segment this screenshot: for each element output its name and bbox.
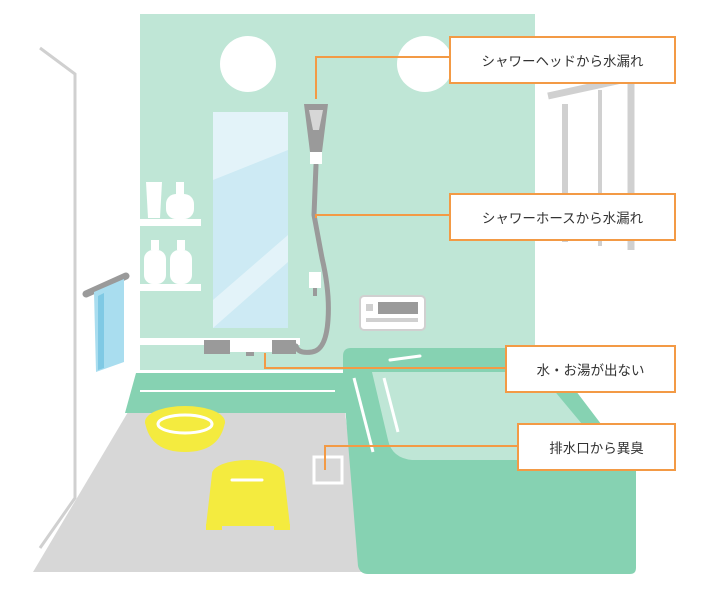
- drain: [312, 455, 344, 485]
- bathtub-rim-line: [352, 377, 375, 453]
- wash-basin-rim: [156, 413, 214, 435]
- control-panel-slot: [366, 318, 418, 322]
- shower-hose: [293, 162, 331, 355]
- ceiling-light-left: [220, 36, 276, 92]
- leader-drain: [324, 445, 517, 470]
- towel-rail: [82, 272, 130, 298]
- faucet-handle-left: [204, 340, 230, 354]
- callout-shower-hose: シャワーホースから水漏れ: [449, 193, 676, 241]
- shower-holder-peg: [313, 288, 317, 296]
- bottle-upper-2-cap: [176, 182, 184, 194]
- faucet-body: [230, 340, 272, 352]
- faucet-spout: [246, 352, 254, 356]
- bathtub-rim-line-2: [382, 377, 400, 433]
- shower-head-face: [309, 110, 323, 130]
- callout-faucet: 水・お湯が出ない: [505, 345, 676, 393]
- bottle-lower-2: [170, 250, 192, 284]
- towel-fold: [98, 293, 104, 370]
- bottle-lower-1-cap: [151, 240, 159, 250]
- wash-ledge: [125, 373, 372, 413]
- callout-shower-head: シャワーヘッドから水漏れ: [449, 36, 676, 84]
- leader-shower-hose: [315, 214, 449, 218]
- mirror: [213, 112, 288, 328]
- bottle-upper-2: [166, 194, 194, 219]
- bottle-lower-1: [144, 250, 166, 284]
- bottle-upper-1: [146, 182, 162, 218]
- left-wall-frame: [38, 46, 77, 549]
- shower-holder: [309, 272, 321, 288]
- leader-shower-head: [315, 56, 449, 99]
- shelf-upper: [140, 219, 201, 226]
- stool-leg-left: [206, 524, 222, 530]
- callout-drain: 排水口から異臭: [517, 423, 676, 471]
- bottle-lower-2-cap: [177, 240, 185, 250]
- bathtub-highlight: [388, 354, 422, 362]
- shelf-lower: [140, 284, 201, 291]
- leader-faucet: [264, 353, 505, 369]
- control-panel-display: [378, 302, 418, 314]
- stool-leg-right: [274, 524, 290, 530]
- faucet-handle-right: [272, 340, 296, 354]
- stool-body: [206, 474, 290, 526]
- control-panel-button: [366, 304, 373, 311]
- shower-head-neck: [310, 152, 322, 164]
- mirror-shine-top: [213, 112, 288, 180]
- ceiling-light-right: [397, 36, 453, 92]
- floor: [33, 412, 365, 572]
- mirror-shine-bottom: [213, 235, 288, 328]
